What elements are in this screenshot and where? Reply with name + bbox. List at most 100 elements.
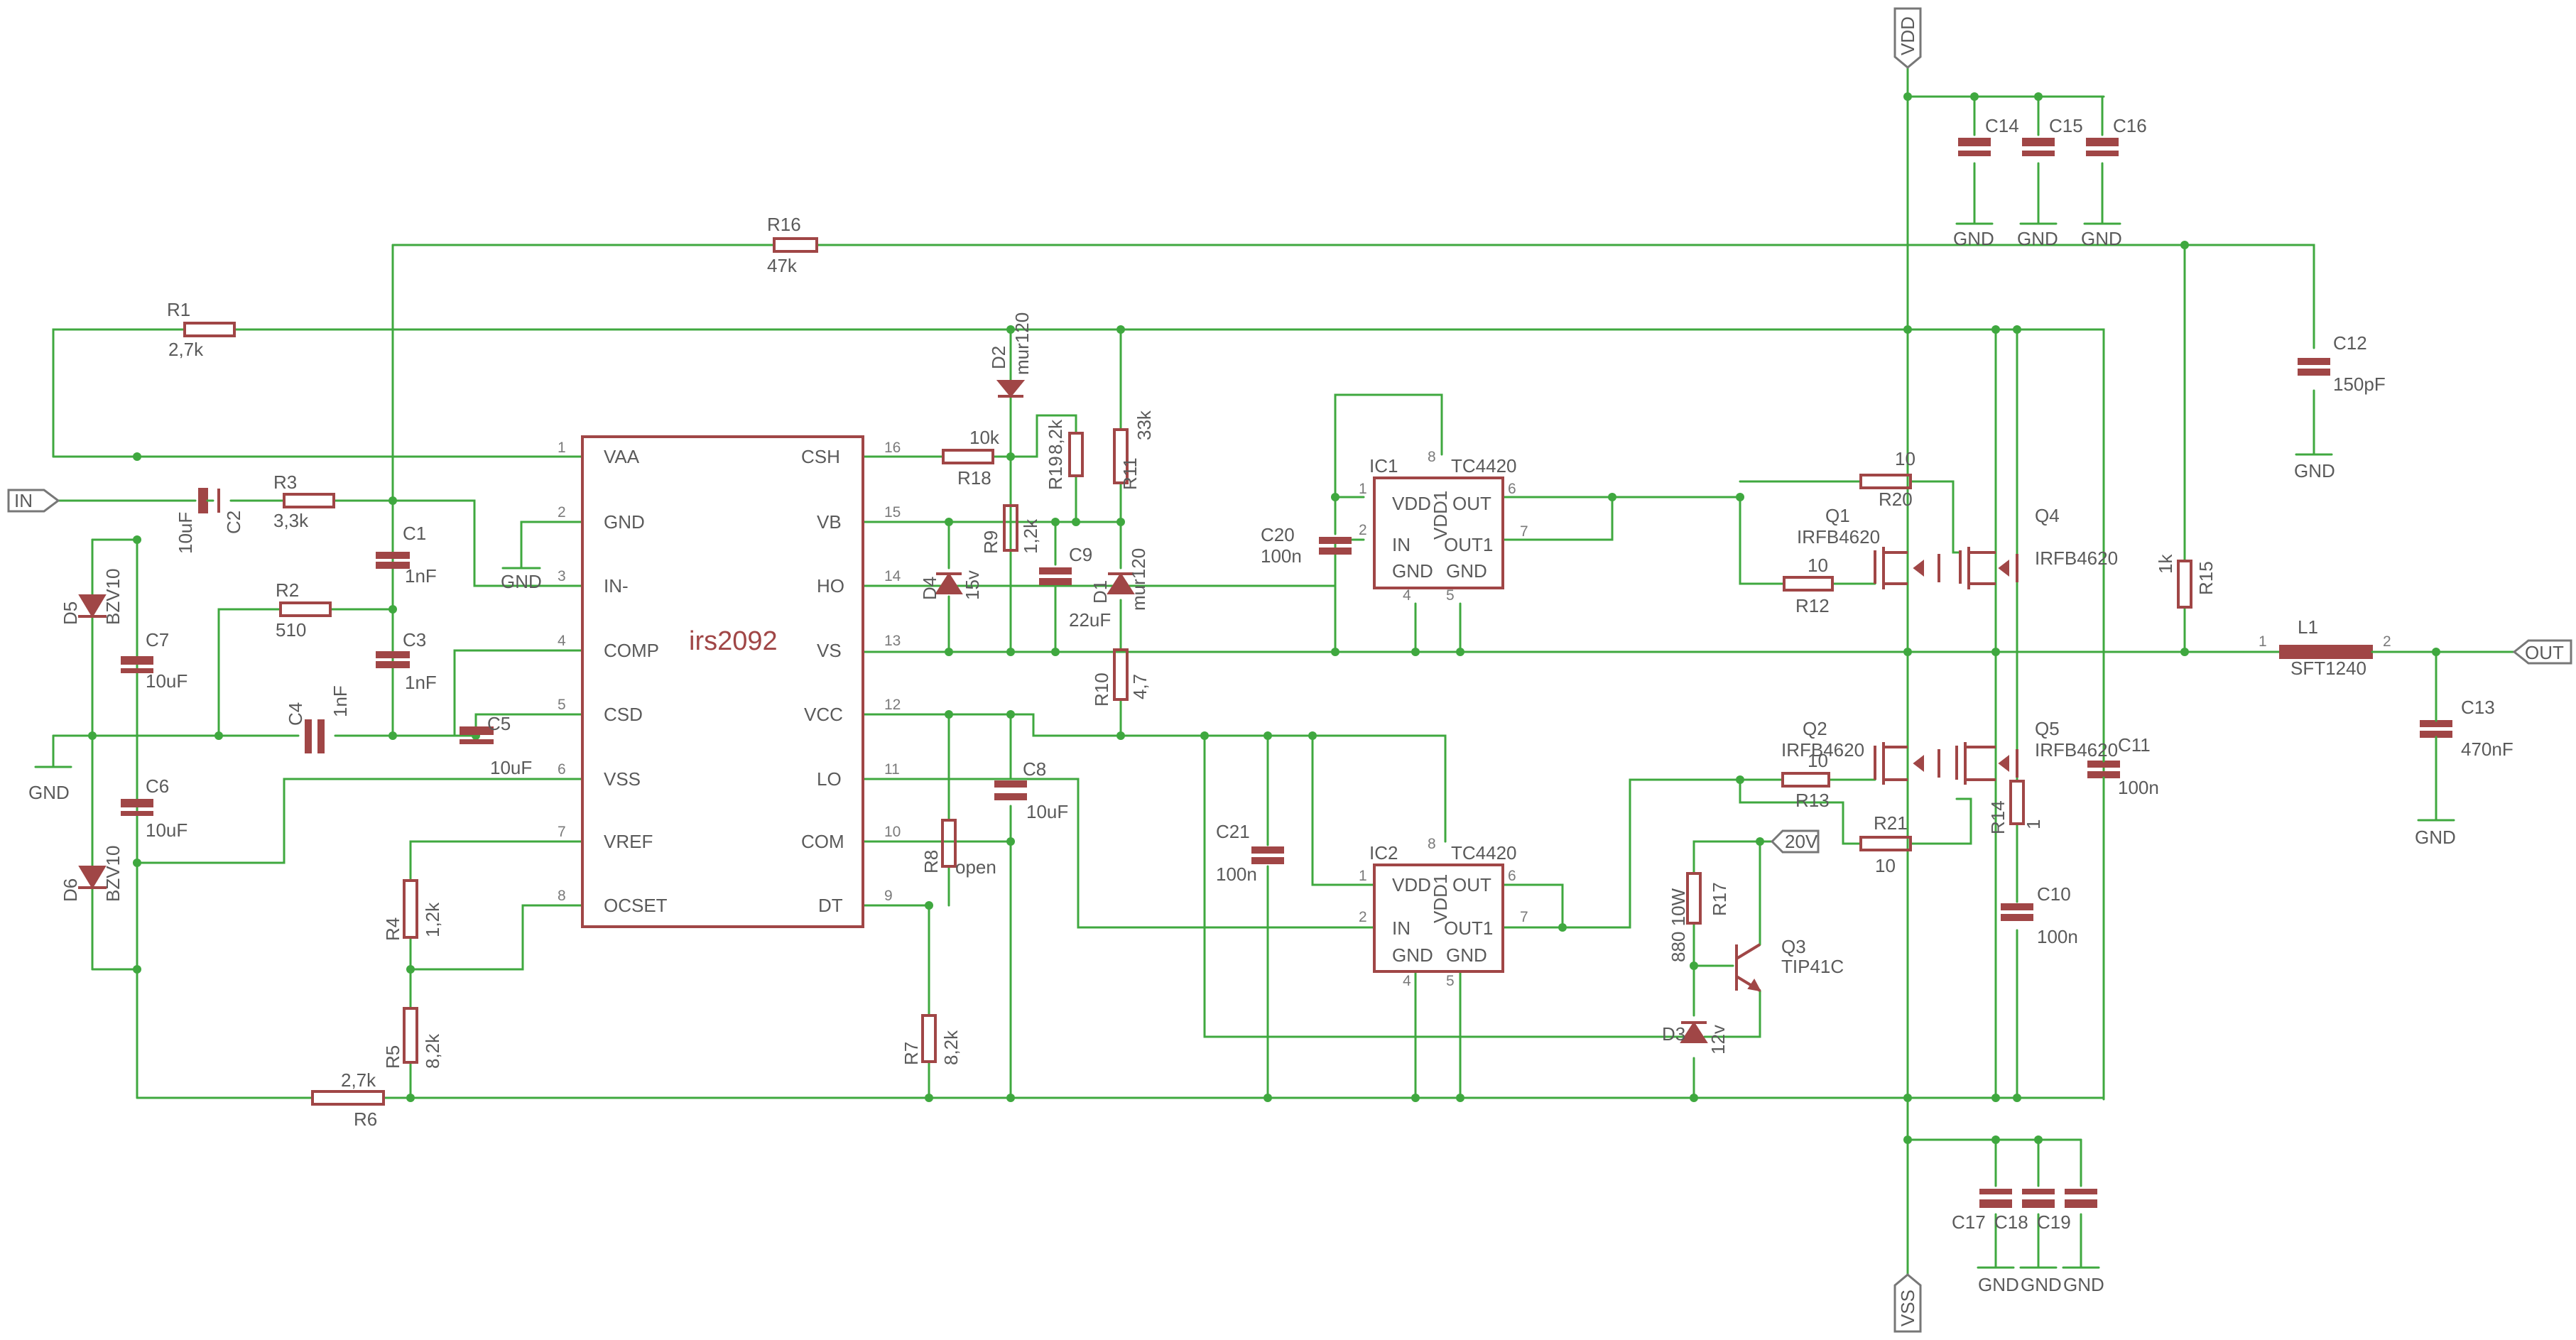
capacitor-c4[interactable] — [305, 719, 325, 753]
label-r21-value: 10 — [1875, 855, 1896, 876]
capacitor-c7[interactable] — [121, 656, 153, 673]
irs2092-right-pins: 16 CSH 15 VB 14 HO 13 VS 12 VCC 11 LO 10… — [801, 440, 901, 916]
port-in[interactable]: IN — [7, 489, 60, 513]
capacitor-c5[interactable] — [460, 726, 494, 744]
resistor-r7[interactable] — [921, 1014, 937, 1063]
capacitor-c3[interactable] — [376, 651, 410, 668]
pin-number: 2 — [1359, 909, 1367, 925]
capacitor-c1[interactable] — [376, 552, 410, 569]
resistor-r5[interactable] — [403, 1007, 418, 1064]
zener-d5[interactable] — [78, 594, 107, 618]
label-r17: R17 — [1709, 882, 1730, 916]
resistor-r8[interactable] — [941, 819, 957, 868]
ic1-pin-out: OUT — [1452, 493, 1491, 514]
resistor-r9[interactable] — [1003, 504, 1018, 552]
capacitor-c21[interactable] — [1251, 846, 1284, 864]
pin-number: 5 — [1446, 973, 1455, 989]
wire-vcc — [862, 713, 1447, 843]
label-q3: Q3 — [1781, 936, 1806, 957]
diode-d2[interactable] — [996, 380, 1026, 398]
resistor-r15[interactable] — [2177, 560, 2192, 609]
resistor-r14[interactable] — [2009, 780, 2025, 825]
capacitor-c6[interactable] — [121, 799, 153, 816]
capacitor-c16[interactable] — [2086, 138, 2119, 156]
capacitor-c13[interactable] — [2420, 720, 2452, 738]
resistor-r21[interactable] — [1859, 836, 1912, 851]
zener-d3[interactable] — [1680, 1021, 1708, 1043]
wire-ic2-out — [1501, 883, 1564, 929]
capacitor-c19[interactable] — [2065, 1189, 2097, 1208]
capacitor-c12[interactable] — [2298, 358, 2330, 376]
inductor-l1[interactable] — [2243, 645, 2409, 659]
capacitor-c20[interactable] — [1319, 537, 1352, 555]
resistor-r1[interactable] — [183, 322, 236, 337]
capacitor-c10[interactable] — [2001, 903, 2033, 921]
resistor-r3[interactable] — [283, 493, 335, 508]
pin-number: 5 — [558, 697, 566, 713]
resistor-r2[interactable] — [279, 601, 332, 617]
capacitor-c15[interactable] — [2022, 138, 2055, 156]
junction — [1411, 648, 1420, 656]
port-out[interactable]: OUT — [2512, 639, 2572, 665]
ic2-ref: IC2 — [1369, 842, 1398, 864]
resistor-r20[interactable] — [1859, 474, 1912, 489]
capacitor-c14[interactable] — [1958, 138, 1991, 156]
capacitor-c2[interactable] — [198, 488, 220, 513]
label-r14: R14 — [1987, 800, 2009, 834]
label-c7: C7 — [146, 629, 169, 650]
resistor-r19[interactable] — [1068, 432, 1084, 477]
zener-d6[interactable] — [78, 866, 107, 889]
diodes — [78, 380, 1708, 1043]
wire-r3-in — [332, 499, 584, 587]
label-c16: C16 — [2113, 115, 2147, 136]
ic2-driver[interactable]: IC2 TC4420 VDD OUT IN OUT1 GND GND VDD1 … — [1359, 836, 1528, 989]
ic2-part: TC4420 — [1451, 842, 1517, 864]
diode-d1[interactable] — [1107, 572, 1135, 594]
junction — [2034, 92, 2043, 101]
transistor-q3[interactable] — [1735, 943, 1761, 992]
irs2092-left-pins: 1 VAA 2 GND 3 IN- 4 COMP 5 CSD 6 VSS 7 V… — [558, 440, 668, 916]
resistor-r17[interactable] — [1686, 872, 1702, 925]
resistor-r12[interactable] — [1783, 576, 1834, 592]
label-d5: D5 — [60, 601, 81, 625]
mosfet-q1[interactable] — [1874, 547, 1940, 589]
label-r11-value: 33k — [1134, 410, 1155, 440]
pin-number: 2 — [558, 504, 566, 521]
zener-d4[interactable] — [935, 572, 963, 594]
wire-comp — [453, 649, 584, 737]
port-20v[interactable]: 20V — [1770, 829, 1820, 854]
port-vdd[interactable]: VDD — [1893, 7, 1922, 69]
resistor-r10[interactable] — [1113, 648, 1129, 701]
label-r18: R18 — [957, 467, 991, 489]
mosfet-q2[interactable] — [1874, 742, 1940, 785]
label-c11: C11 — [2118, 734, 2151, 756]
resistor-r4[interactable] — [403, 879, 418, 939]
ic1-pin-gnd: GND — [1446, 560, 1487, 582]
irs2092-chip[interactable]: irs2092 1 VAA 2 GND 3 IN- 4 COMP 5 CSD 6… — [558, 435, 901, 928]
ic1-driver[interactable]: IC1 TC4420 VDD OUT IN OUT1 GND GND VDD1 … — [1359, 449, 1528, 604]
pin-number: 4 — [558, 633, 566, 649]
capacitor-c9[interactable] — [1039, 567, 1072, 585]
label-r7: R7 — [901, 1042, 922, 1065]
junction — [388, 496, 397, 505]
resistor-r16[interactable] — [773, 237, 818, 253]
capacitor-c18[interactable] — [2022, 1189, 2055, 1208]
resistor-r6[interactable] — [311, 1090, 385, 1106]
resistor-r18[interactable] — [942, 449, 994, 464]
port-vss[interactable]: VSS — [1893, 1273, 1922, 1333]
resistor-r13[interactable] — [1781, 772, 1830, 788]
label-c8-value: 10uF — [1026, 801, 1068, 822]
label-r12-value: 10 — [1808, 555, 1828, 576]
label-d4-value: 15v — [962, 570, 983, 600]
junction — [1756, 837, 1764, 846]
mosfet-q4[interactable] — [1959, 547, 2018, 589]
resistor-r11[interactable] — [1113, 428, 1129, 484]
wire-r20-right — [1909, 480, 1962, 554]
capacitor-c8[interactable] — [994, 780, 1027, 800]
mosfet-q5[interactable] — [1955, 742, 2018, 785]
pin-name: VREF — [604, 831, 653, 852]
junction — [1991, 1135, 2000, 1144]
capacitor-c17[interactable] — [1979, 1189, 2012, 1208]
